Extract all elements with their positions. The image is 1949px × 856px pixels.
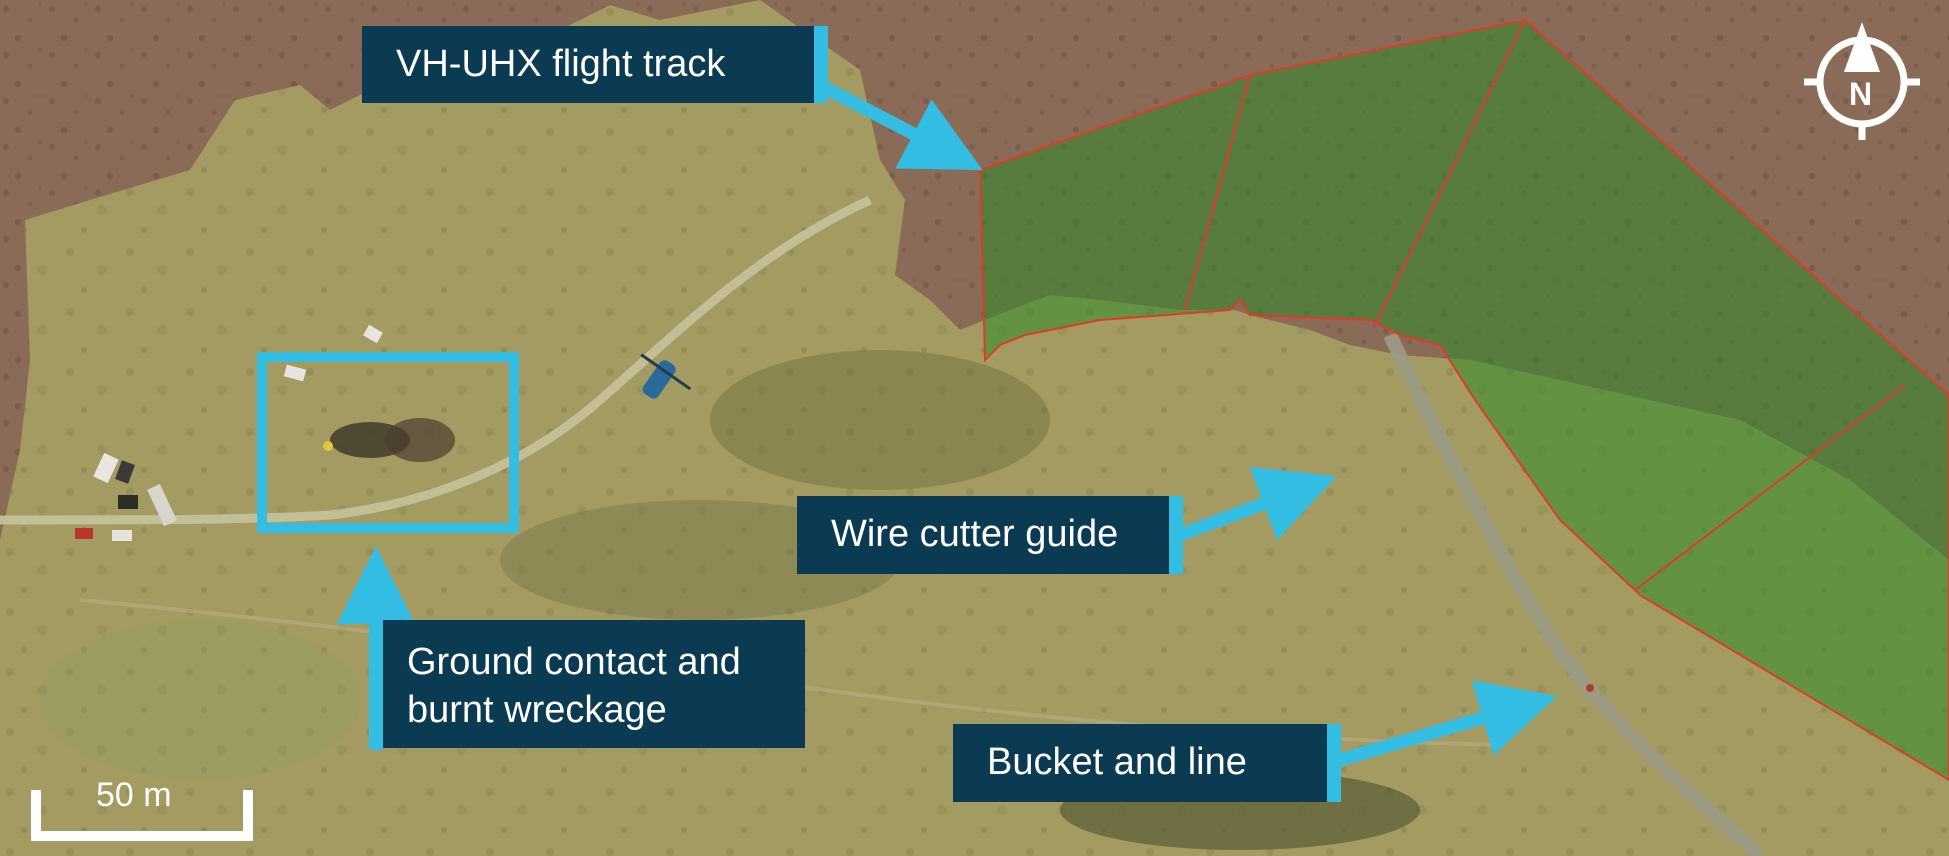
bucket-arrow <box>1338 680 1558 767</box>
wreckage-highlight-box <box>257 352 519 533</box>
ground-contact-callout: Ground contact and burnt wreckage <box>369 620 805 748</box>
wire-cutter-label: Wire cutter guide <box>831 513 1119 555</box>
scale-bar-label: 50 m <box>96 776 172 814</box>
compass-label: N <box>1849 76 1873 112</box>
flight-track-callout: VH-UHX flight track <box>362 26 828 103</box>
dirt-track-east <box>1383 332 1765 856</box>
bucket-label: Bucket and line <box>987 741 1247 783</box>
scale-bar <box>31 790 253 841</box>
callout-accent-bar <box>1327 724 1341 802</box>
helicopter <box>640 353 692 399</box>
vehicles <box>75 324 383 541</box>
bucket-marker <box>1586 684 1594 692</box>
wire-cutter-arrow <box>1177 467 1337 542</box>
callout-accent-bar <box>369 620 383 748</box>
ground-contact-label: Ground contact and burnt wreckage <box>407 641 741 731</box>
flight-track-divider-1 <box>1184 74 1251 311</box>
flight-track-divider-3 <box>1634 384 1906 591</box>
bucket-callout: Bucket and line <box>953 724 1341 802</box>
callout-accent-bar <box>1169 496 1183 574</box>
burnt-wreckage <box>323 418 455 462</box>
dirt-track-west <box>0 195 872 525</box>
flight-track-label: VH-UHX flight track <box>396 43 726 85</box>
north-arrow-icon <box>1804 22 1920 140</box>
flight-track-divider-2 <box>1374 19 1526 326</box>
callout-accent-bar <box>814 26 828 103</box>
wire-cutter-callout: Wire cutter guide <box>797 496 1183 574</box>
flight-track-area <box>978 18 1949 782</box>
flight-track-arrow <box>816 79 983 171</box>
